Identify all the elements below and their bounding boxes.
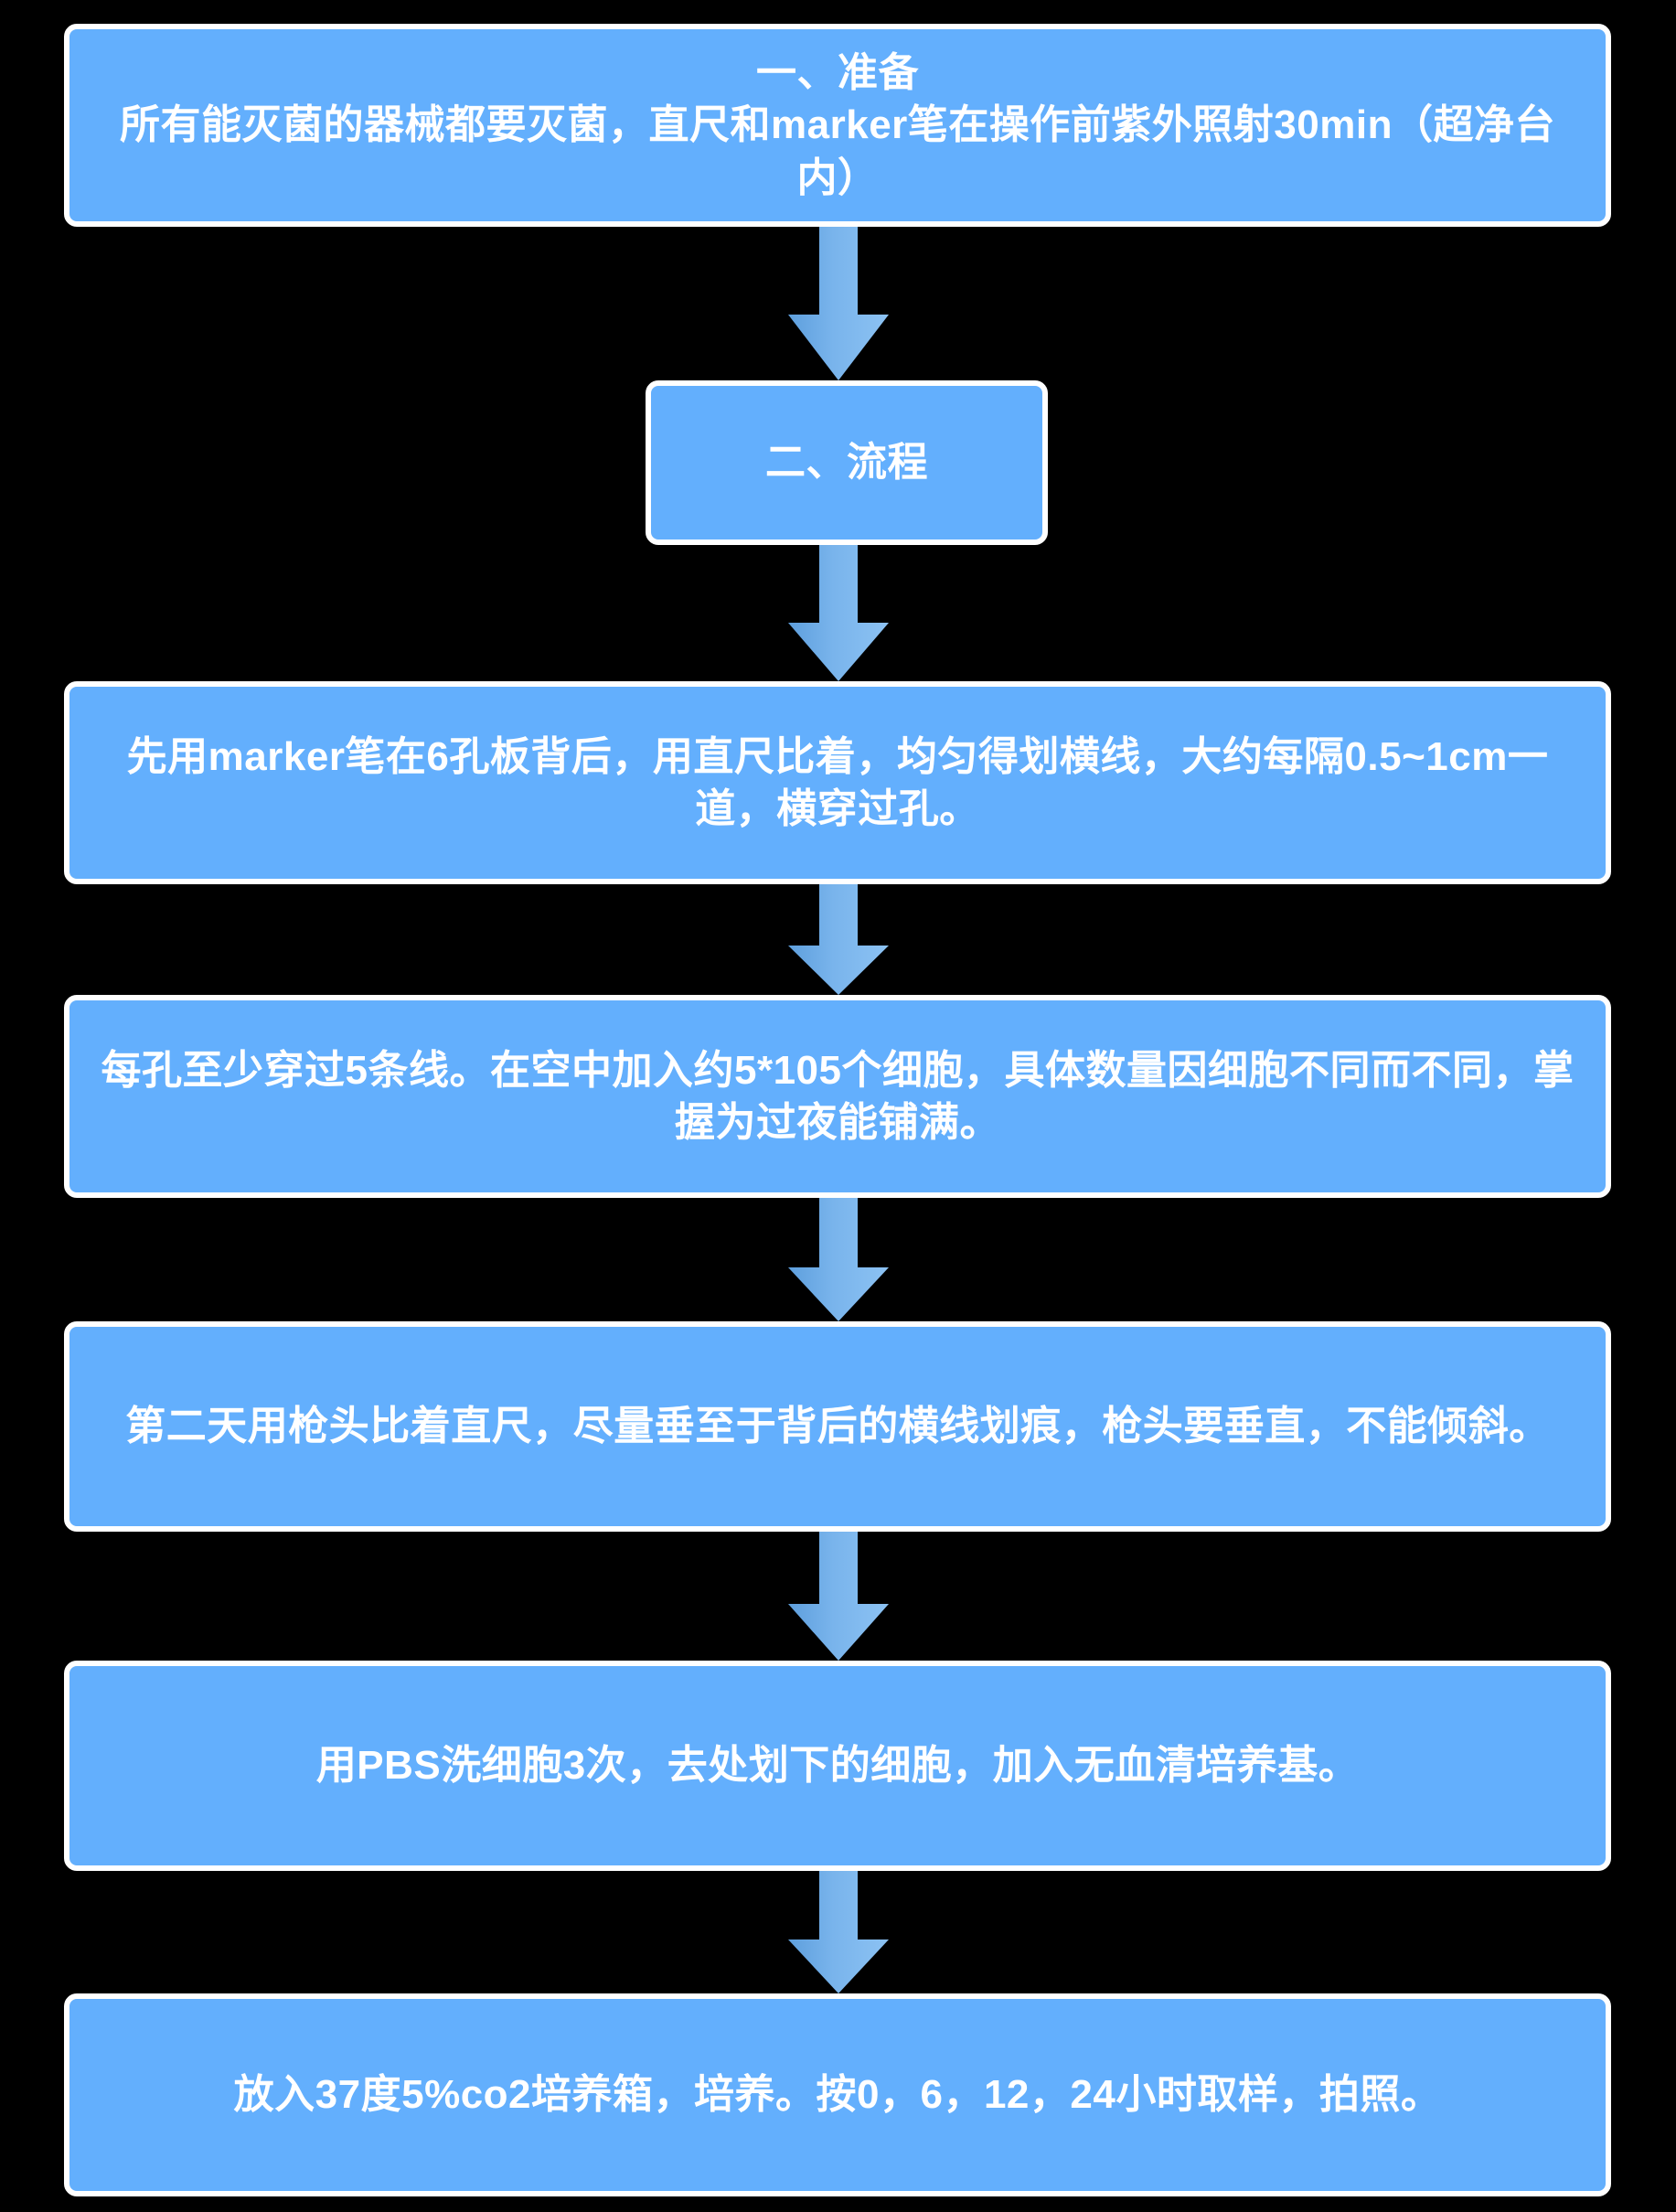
flowchart-node-seed-cells-label: 每孔至少穿过5条线。在空中加入约5*105个细胞，具体数量因细胞不同而不同，掌握… [101,1047,1575,1145]
flowchart-node-wash-pbs-label: 用PBS洗细胞3次，去处划下的细胞，加入无血清培养基。 [315,1743,1360,1789]
flowchart-node-wash-pbs[interactable]: 用PBS洗细胞3次，去处划下的细胞，加入无血清培养基。 [64,1661,1611,1871]
arrow-down-icon [779,1532,898,1661]
flowchart-node-preparation-label: 一、准备 所有能灭菌的器械都要灭菌，直尺和marker笔在操作前紫外照射30mi… [120,50,1555,200]
flowchart-node-procedure-header[interactable]: 二、流程 [646,380,1048,545]
arrow-down-icon [779,227,898,380]
flowchart-node-incubate[interactable]: 放入37度5%co2培养箱，培养。按0，6，12，24小时取样，拍照。 [64,1993,1611,2196]
flowchart-node-scratch-label: 第二天用枪头比着直尺，尽量垂至于背后的横线划痕，枪头要垂直，不能倾斜。 [125,1404,1550,1449]
flowchart-node-seed-cells[interactable]: 每孔至少穿过5条线。在空中加入约5*105个细胞，具体数量因细胞不同而不同，掌握… [64,995,1611,1198]
arrow-down-icon [779,1871,898,1993]
arrow-down-icon [779,884,898,995]
flowchart-node-draw-lines-label: 先用marker笔在6孔板背后，用直尺比着，均匀得划横线，大约每隔0.5~1cm… [126,733,1549,831]
arrow-down-icon [779,1198,898,1321]
flowchart-node-scratch[interactable]: 第二天用枪头比着直尺，尽量垂至于背后的横线划痕，枪头要垂直，不能倾斜。 [64,1321,1611,1532]
flowchart-node-procedure-header-label: 二、流程 [765,440,928,486]
arrow-down-icon [779,545,898,681]
flowchart-node-incubate-label: 放入37度5%co2培养箱，培养。按0，6，12，24小时取样，拍照。 [233,2072,1442,2118]
flowchart-node-draw-lines[interactable]: 先用marker笔在6孔板背后，用直尺比着，均匀得划横线，大约每隔0.5~1cm… [64,681,1611,884]
flowchart-node-preparation[interactable]: 一、准备 所有能灭菌的器械都要灭菌，直尺和marker笔在操作前紫外照射30mi… [64,24,1611,227]
